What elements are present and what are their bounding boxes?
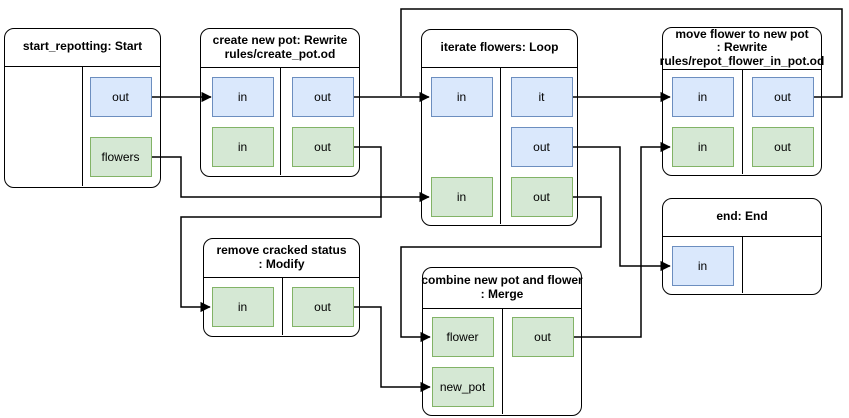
node-combine-new-pot-and-flower[interactable]: combine new pot and flower: Merge flower o… bbox=[421, 267, 583, 416]
port-combine-new-pot-and-flower-new-pot[interactable]: new_pot bbox=[431, 366, 494, 407]
port-label: out bbox=[534, 329, 551, 344]
port-label: in bbox=[456, 89, 467, 104]
node-divider bbox=[501, 307, 503, 414]
edge-move-flower-to-new-pot-out-flow-to-iterate-flowers-in-flow[interactable] bbox=[400, 8, 843, 98]
node-title-line: iterate flowers: Loop bbox=[440, 40, 559, 55]
port-label: out bbox=[314, 139, 331, 154]
port-move-flower-to-new-pot-out-flow[interactable]: out bbox=[751, 76, 814, 117]
port-combine-new-pot-and-flower-flower[interactable]: flower bbox=[431, 316, 494, 357]
port-start-repotting-out[interactable]: out bbox=[89, 76, 152, 117]
port-label: it bbox=[538, 89, 545, 104]
node-title-line: move flower to new pot bbox=[675, 26, 809, 41]
node-divider bbox=[741, 235, 743, 293]
port-move-flower-to-new-pot-in-flow[interactable]: in bbox=[671, 76, 734, 117]
node-title-line: rules/repot_flower_in_pot.od bbox=[659, 54, 825, 69]
port-label: in bbox=[237, 89, 248, 104]
node-divider bbox=[281, 276, 283, 335]
node-title-line: start_repotting: Start bbox=[22, 39, 143, 54]
port-label: out bbox=[533, 189, 550, 204]
node-title-line: remove cracked status bbox=[216, 242, 347, 257]
node-divider bbox=[499, 66, 501, 224]
edge-start-repotting-flowers-to-iterate-flowers-in-data[interactable] bbox=[152, 156, 430, 203]
port-label: in bbox=[456, 189, 467, 204]
node-title: start_repotting: Start bbox=[5, 29, 160, 67]
node-title: remove cracked status: Modify bbox=[204, 239, 359, 278]
port-label: out bbox=[774, 89, 791, 104]
edge-iterate-flowers-out-data-to-combine-new-pot-and-flower-flower[interactable] bbox=[400, 196, 602, 343]
port-label: in bbox=[697, 89, 708, 104]
port-move-flower-to-new-pot-out-data[interactable]: out bbox=[751, 126, 814, 167]
port-label: out bbox=[112, 89, 129, 104]
port-remove-cracked-status-in-data[interactable]: in bbox=[211, 286, 274, 327]
edge-combine-new-pot-and-flower-out-to-move-flower-to-new-pot-in-data[interactable] bbox=[574, 141, 671, 338]
node-title-line: : Rewrite bbox=[716, 40, 768, 55]
node-divider bbox=[741, 68, 743, 174]
port-label: flower bbox=[446, 329, 479, 344]
node-title-line: : Modify bbox=[258, 256, 305, 271]
edge-remove-cracked-status-out-data-to-combine-new-pot-and-flower-new-pot[interactable] bbox=[354, 306, 431, 393]
node-title-line: combine new pot and flower bbox=[421, 272, 583, 287]
port-label: out bbox=[533, 139, 550, 154]
node-title-line: create new pot: Rewrite bbox=[212, 32, 348, 47]
port-create-new-pot-in-flow[interactable]: in bbox=[211, 76, 274, 117]
port-label: out bbox=[314, 89, 331, 104]
node-iterate-flowers[interactable]: iterate flowers: Loop in it out in out bbox=[421, 29, 578, 226]
port-label: out bbox=[314, 299, 331, 314]
node-title: combine new pot and flower: Merge bbox=[421, 268, 583, 309]
node-end[interactable]: end: End in bbox=[662, 198, 822, 295]
node-title-line: rules/create_pot.od bbox=[224, 46, 336, 61]
node-title: iterate flowers: Loop bbox=[422, 30, 577, 68]
port-label: in bbox=[237, 299, 248, 314]
node-remove-cracked-status[interactable]: remove cracked status: Modify in out bbox=[203, 238, 360, 337]
port-label: new_pot bbox=[439, 379, 486, 394]
port-create-new-pot-in-data[interactable]: in bbox=[211, 126, 274, 167]
edge-create-new-pot-out-data-to-remove-cracked-status-in-data[interactable] bbox=[180, 146, 382, 313]
port-iterate-flowers-in-flow[interactable]: in bbox=[430, 76, 493, 117]
port-create-new-pot-out-data[interactable]: out bbox=[291, 126, 354, 167]
port-label: flowers bbox=[101, 149, 140, 164]
port-combine-new-pot-and-flower-out[interactable]: out bbox=[511, 316, 574, 357]
port-start-repotting-flowers[interactable]: flowers bbox=[89, 136, 152, 177]
node-start-repotting[interactable]: start_repotting: Start out flowers bbox=[4, 28, 161, 188]
port-label: in bbox=[697, 258, 708, 273]
port-iterate-flowers-out-data[interactable]: out bbox=[510, 176, 573, 217]
node-divider bbox=[279, 66, 281, 175]
port-create-new-pot-out-flow[interactable]: out bbox=[291, 76, 354, 117]
port-iterate-flowers-out-flow[interactable]: out bbox=[510, 126, 573, 167]
port-label: in bbox=[697, 139, 708, 154]
node-title-line: end: End bbox=[716, 209, 768, 224]
node-title-line: : Merge bbox=[480, 286, 524, 301]
port-label: in bbox=[237, 139, 248, 154]
port-iterate-flowers-in-data[interactable]: in bbox=[430, 176, 493, 217]
port-iterate-flowers-it[interactable]: it bbox=[510, 76, 573, 117]
node-divider bbox=[81, 65, 83, 186]
node-title: end: End bbox=[663, 199, 821, 237]
port-end-in-flow[interactable]: in bbox=[671, 245, 734, 286]
port-move-flower-to-new-pot-in-data[interactable]: in bbox=[671, 126, 734, 167]
port-remove-cracked-status-out-data[interactable]: out bbox=[291, 286, 354, 327]
port-label: out bbox=[774, 139, 791, 154]
edge-iterate-flowers-out-flow-to-end-in-flow[interactable] bbox=[573, 146, 671, 272]
